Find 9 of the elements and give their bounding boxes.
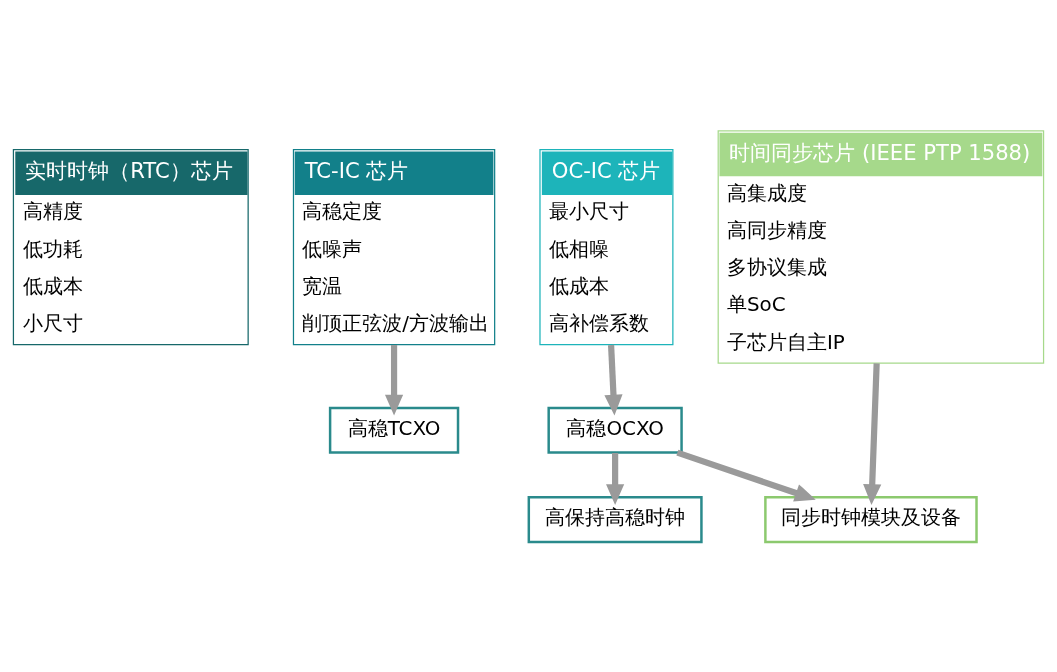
- node-box: 高稳TCXO: [328, 406, 460, 454]
- arrow: [863, 362, 882, 505]
- arrow: [676, 449, 816, 502]
- arrow: [384, 344, 404, 415]
- node-box: 高保持高稳时钟: [527, 495, 703, 543]
- node-box: 同步时钟模块及设备: [764, 495, 978, 543]
- arrow: [606, 452, 625, 505]
- node-box: 高稳OCXO: [547, 406, 683, 454]
- arrow: [604, 344, 623, 415]
